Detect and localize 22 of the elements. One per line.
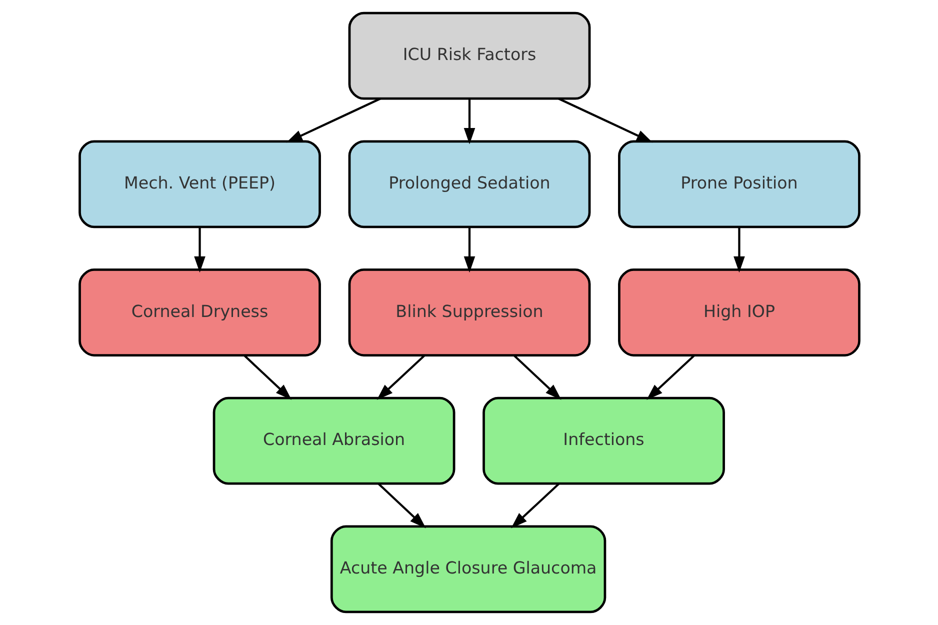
arrow xyxy=(377,482,426,528)
node-box: Mech. Vent (PEEP) xyxy=(78,140,320,228)
node-box: Corneal Abrasion xyxy=(212,396,455,485)
node-box: ICU Risk Factors xyxy=(348,12,590,100)
node-box: High IOP xyxy=(618,268,860,356)
node-box: Acute Angle Closure Glaucoma xyxy=(330,525,606,614)
arrow xyxy=(194,226,205,273)
arrow xyxy=(733,226,744,273)
node-box: Prolonged Sedation xyxy=(348,140,590,228)
node-box: Prone Position xyxy=(618,140,860,228)
arrow xyxy=(376,354,425,400)
arrow xyxy=(646,354,695,400)
arrow xyxy=(512,354,561,400)
arrow xyxy=(463,226,475,273)
arrow xyxy=(463,98,475,144)
node-box: Infections xyxy=(482,396,724,485)
arrow xyxy=(510,482,560,528)
arrow xyxy=(286,98,380,143)
arrow xyxy=(242,354,292,400)
arrow xyxy=(558,98,652,143)
node-box: Corneal Dryness xyxy=(78,268,320,356)
node-box: Blink Suppression xyxy=(348,268,590,356)
